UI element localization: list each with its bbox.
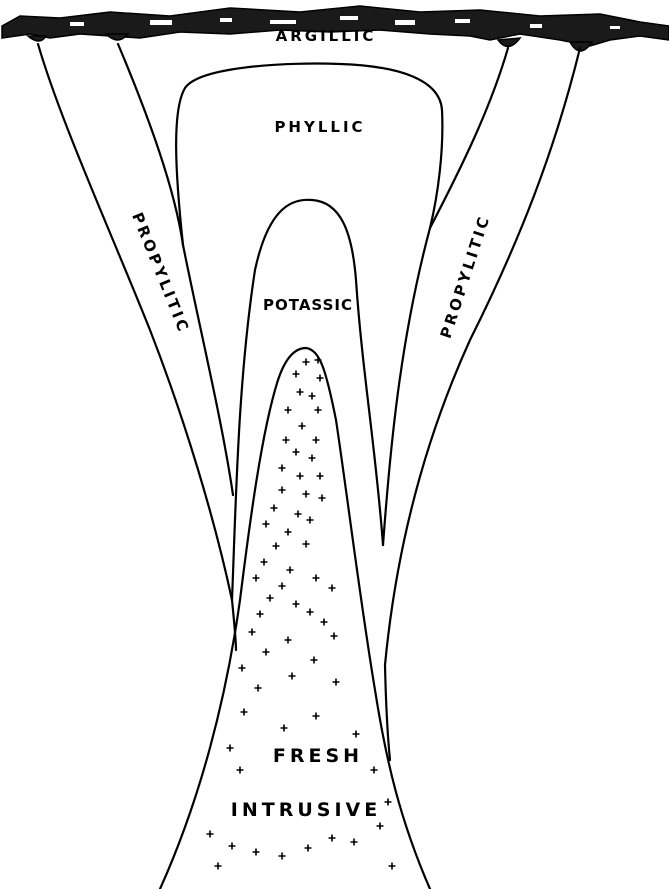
intrusive-cross-marker bbox=[307, 609, 314, 616]
intrusive-cross-marker bbox=[289, 673, 296, 680]
intrusive-cross-marker bbox=[237, 767, 244, 774]
label-intrusive: INTRUSIVE bbox=[231, 799, 381, 821]
intrusive-cross-marker bbox=[253, 849, 260, 856]
intrusive-cross-marker bbox=[271, 505, 278, 512]
intrusive-cross-marker bbox=[267, 595, 274, 602]
intrusive-cross-marker bbox=[313, 713, 320, 720]
intrusive-cross-marker bbox=[295, 511, 302, 518]
boundary-inner-left-lower bbox=[183, 245, 233, 495]
intrusive-cross-marker bbox=[229, 843, 236, 850]
intrusive-cross-marker bbox=[321, 619, 328, 626]
intrusive-cross-marker bbox=[351, 839, 358, 846]
intrusive-cross-marker bbox=[207, 831, 214, 838]
contact-blob-left-inner bbox=[106, 34, 128, 40]
intrusive-cross-marker bbox=[253, 575, 260, 582]
intrusive-cross-marker bbox=[313, 575, 320, 582]
intrusive-cross-marker bbox=[255, 685, 262, 692]
intrusive-cross-marker bbox=[285, 637, 292, 644]
intrusive-cross-marker bbox=[315, 407, 322, 414]
intrusive-cross-marker bbox=[293, 449, 300, 456]
label-propylitic-left: PROPYLITIC bbox=[128, 210, 193, 336]
boundary-outer-left bbox=[38, 44, 232, 600]
intrusive-cross-marker bbox=[353, 731, 360, 738]
phyllic-dome bbox=[176, 64, 442, 245]
intrusive-cross-marker bbox=[249, 629, 256, 636]
intrusive-cross-marker bbox=[313, 437, 320, 444]
intrusive-cross-marker bbox=[307, 517, 314, 524]
intrusive-cross-marker bbox=[305, 845, 312, 852]
intrusive-cross-marker bbox=[281, 725, 288, 732]
intrusive-cross-marker bbox=[279, 487, 286, 494]
intrusive-cross-marker bbox=[331, 633, 338, 640]
intrusive-cross-marker bbox=[263, 521, 270, 528]
contact-blob-left-outer bbox=[28, 36, 46, 41]
intrusive-cross-marker bbox=[299, 423, 306, 430]
intrusive-cross-marker bbox=[257, 611, 264, 618]
intrusive-cross-marker bbox=[385, 799, 392, 806]
intrusive-cross-marker bbox=[283, 437, 290, 444]
contact-blob-right-inner bbox=[498, 38, 520, 47]
intrusive-cross-marker bbox=[239, 665, 246, 672]
intrusive-cross-marker bbox=[279, 853, 286, 860]
intrusive-cross-marker bbox=[317, 375, 324, 382]
intrusive-cross-marker bbox=[285, 529, 292, 536]
boundary-inner-left bbox=[118, 44, 183, 245]
intrusive-cross-marker bbox=[303, 491, 310, 498]
label-argillic: ARGILLIC bbox=[276, 27, 377, 45]
intrusive-cross-marker bbox=[261, 559, 268, 566]
intrusive-cross-marker bbox=[241, 709, 248, 716]
intrusive-cross-marker bbox=[389, 863, 396, 870]
intrusive-cross-marker bbox=[309, 393, 316, 400]
label-phyllic: PHYLLIC bbox=[274, 118, 365, 136]
intrusive-cross-marker bbox=[319, 495, 326, 502]
intrusive-cross-marker bbox=[333, 679, 340, 686]
intrusive-cross-marker bbox=[279, 465, 286, 472]
contact-blob-right-outer bbox=[570, 42, 592, 51]
intrusive-cross-marker bbox=[279, 583, 286, 590]
intrusive-cross-marker bbox=[285, 407, 292, 414]
potassic-dome bbox=[232, 200, 383, 600]
label-potassic: POTASSIC bbox=[263, 296, 353, 314]
intrusive-cross-marker bbox=[293, 371, 300, 378]
intrusive-cross-marker bbox=[287, 567, 294, 574]
intrusive-cross-marker bbox=[297, 473, 304, 480]
boundary-inner-right-lower bbox=[383, 228, 430, 545]
intrusive-cross-marker bbox=[215, 863, 222, 870]
intrusive-crosses bbox=[207, 357, 396, 870]
intrusive-cross-marker bbox=[303, 541, 310, 548]
intrusive-cross-marker bbox=[329, 585, 336, 592]
intrusive-cross-marker bbox=[293, 601, 300, 608]
intrusive-cross-marker bbox=[309, 455, 316, 462]
intrusive-cross-marker bbox=[227, 745, 234, 752]
label-propylitic-right: PROPYLITIC bbox=[437, 212, 494, 340]
intrusive-cross-marker bbox=[317, 473, 324, 480]
intrusive-cross-marker bbox=[303, 359, 310, 366]
intrusive-cross-marker bbox=[371, 767, 378, 774]
intrusive-cross-marker bbox=[329, 835, 336, 842]
intrusive-cross-marker bbox=[297, 389, 304, 396]
label-fresh: FRESH bbox=[273, 745, 363, 767]
intrusive-cross-marker bbox=[263, 649, 270, 656]
intrusive-cross-marker bbox=[377, 823, 384, 830]
intrusive-cross-marker bbox=[311, 657, 318, 664]
intrusive-cross-marker bbox=[273, 543, 280, 550]
boundary-outer-right bbox=[385, 48, 580, 665]
